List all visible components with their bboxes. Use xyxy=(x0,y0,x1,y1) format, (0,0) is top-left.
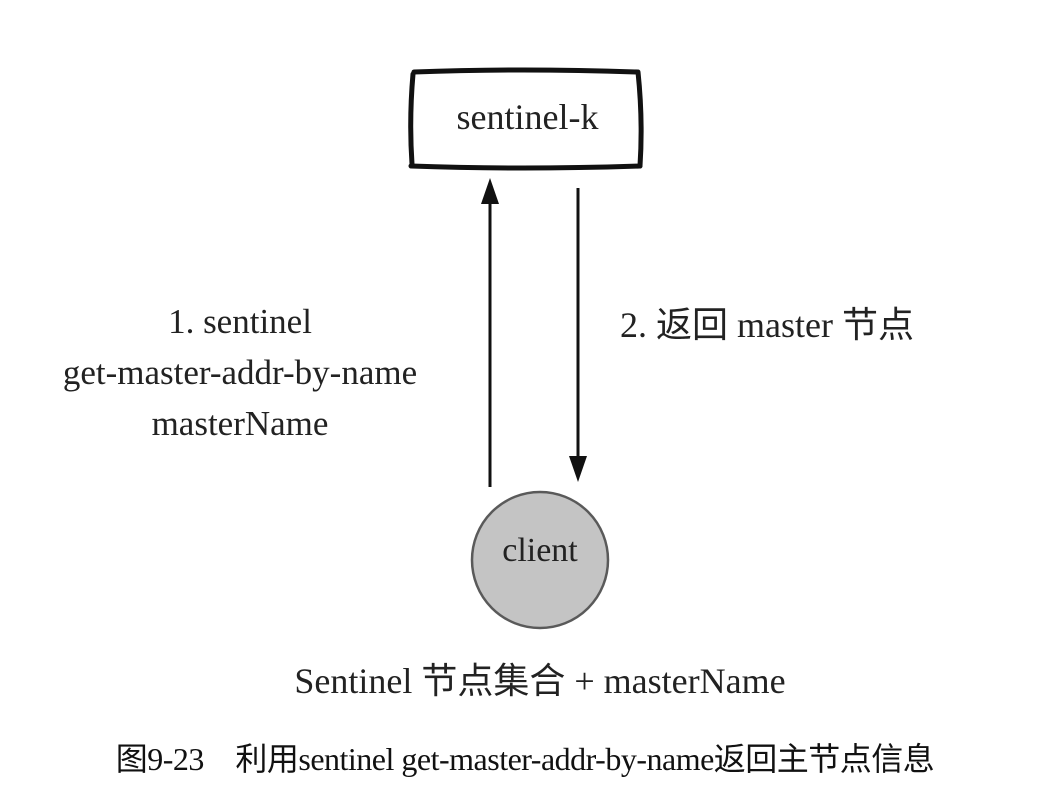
figure-caption: 图9-23 利用sentinel get-master-addr-by-name… xyxy=(115,741,935,777)
response-label: 2. 返回 master 节点 xyxy=(620,305,914,345)
client-label: client xyxy=(502,532,578,569)
request-arrowhead xyxy=(481,178,499,204)
sentinel-box xyxy=(408,67,644,171)
response-arrowhead xyxy=(569,456,587,482)
request-label-line-2: get-master-addr-by-name xyxy=(62,353,418,392)
client-circle xyxy=(470,490,610,630)
request-label-line-1: 1. sentinel xyxy=(168,302,312,341)
request-label-line-3: masterName xyxy=(151,404,329,443)
sentinel-box-label: sentinel-k xyxy=(456,97,599,137)
request-label: 1. sentinel get-master-addr-by-name mast… xyxy=(20,296,460,449)
sentinel-set-note: Sentinel 节点集合 + masterName xyxy=(294,661,786,701)
